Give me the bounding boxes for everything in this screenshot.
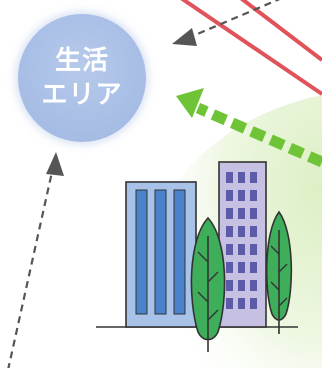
living-area-circle: 生活 エリア (18, 14, 146, 142)
living-area-label-line2: エリア (41, 80, 123, 110)
green-region (139, 95, 322, 368)
living-area-label: 生活 エリア (41, 44, 122, 112)
living-area-label-line1: 生活 (54, 46, 109, 76)
